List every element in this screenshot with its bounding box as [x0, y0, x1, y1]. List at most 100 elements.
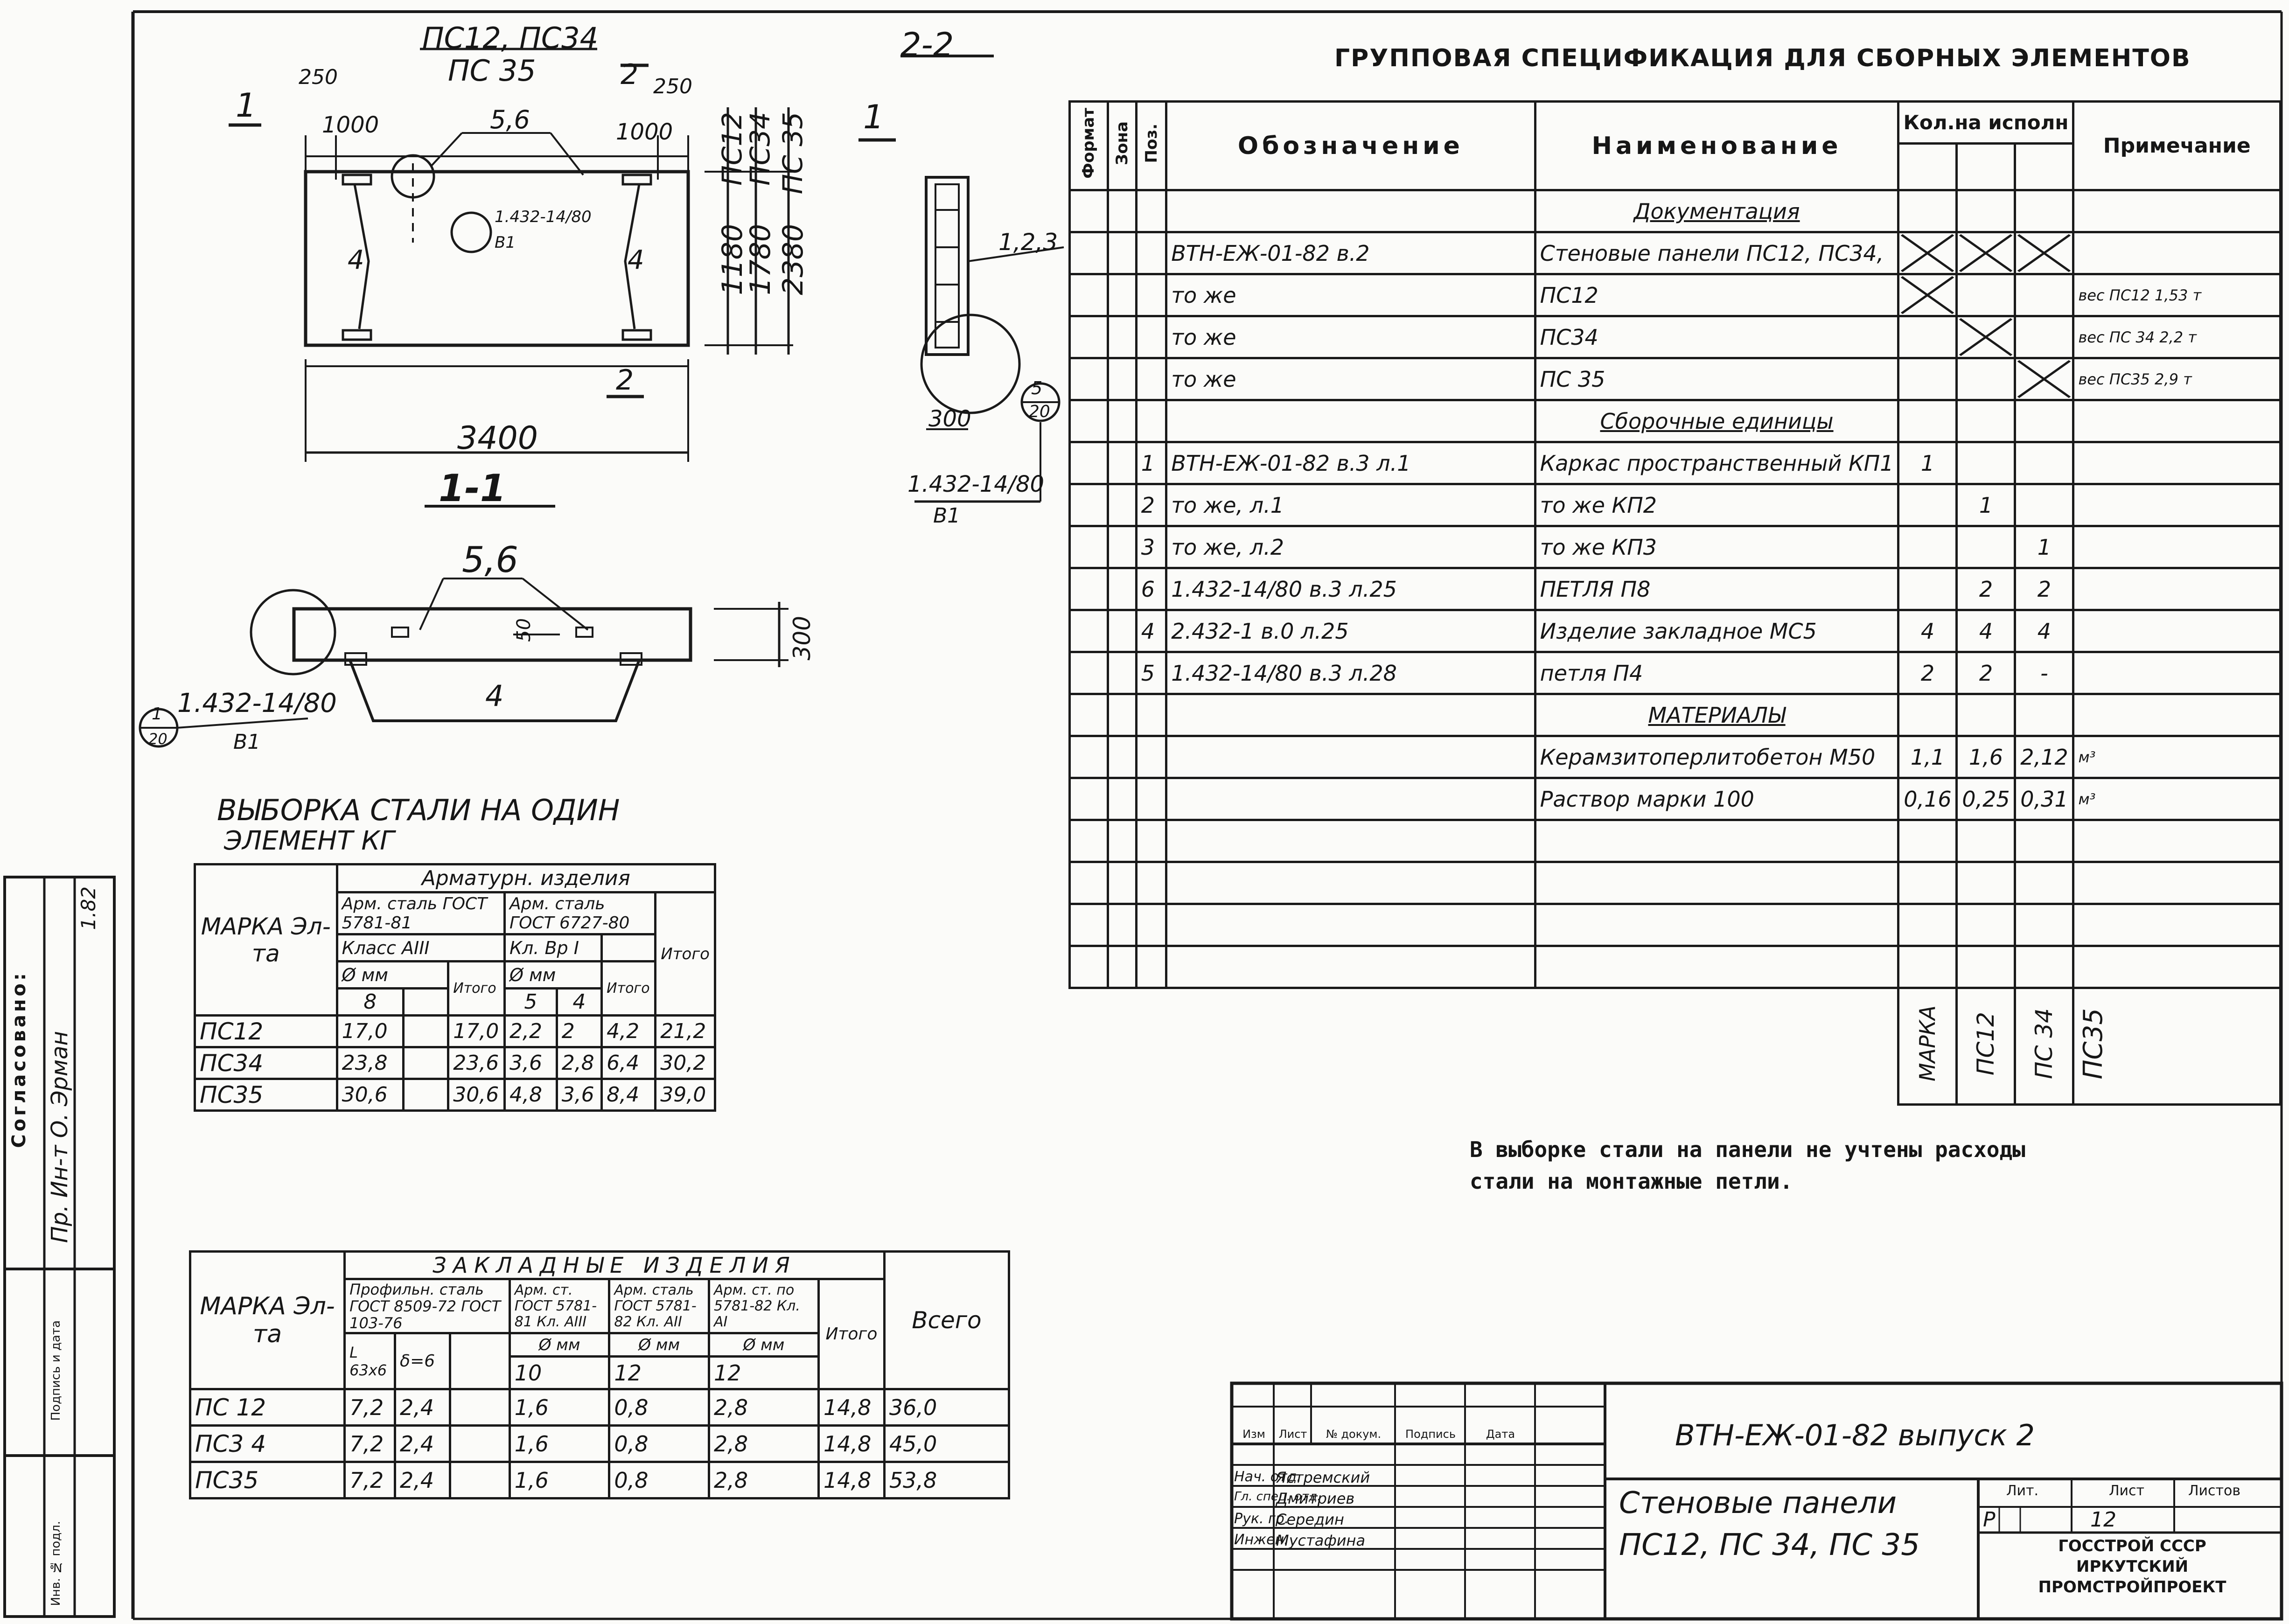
spec-zone — [1106, 483, 1138, 527]
spec-qty-ps35 — [2014, 861, 2075, 905]
spec-qty-ps12 — [1897, 567, 1958, 611]
steel-h-d4: 4 — [555, 987, 603, 1017]
spec-designation: то же — [1165, 273, 1536, 317]
spec-zone — [1106, 777, 1138, 821]
stamp-title-2: ПС12, ПС 34, ПС 35 — [1619, 1528, 1920, 1562]
spec-note — [2072, 525, 2282, 569]
spec-name: Каркас пространственный КП1 — [1534, 441, 1900, 485]
steel-h-b: Арм. сталь ГОСТ 6727-80 — [503, 891, 657, 935]
margin-entry-1: Пр. Ин-т О. Эрман — [47, 1031, 73, 1243]
spec-zone — [1106, 945, 1138, 989]
steel-value: 6,4 — [600, 1046, 657, 1080]
stamp-col-izm: Изм — [1242, 1428, 1265, 1441]
embed-blank — [448, 1424, 511, 1463]
spec-qty-ps35: 2,12 — [2014, 735, 2075, 779]
stamp-org-line-3: ПРОМСТРОЙПРОЕКТ — [2038, 1578, 2226, 1596]
spec-format — [1068, 357, 1109, 401]
spec-designation — [1165, 735, 1536, 779]
spec-zone — [1106, 903, 1138, 947]
embed-value: 2,8 — [708, 1424, 820, 1463]
spec-h-pos: Поз. — [1135, 100, 1168, 191]
spec-footer-ps34: ПС 34 — [2031, 1008, 2058, 1080]
spec-zone — [1106, 357, 1138, 401]
stamp-title-1: Стеновые панели — [1619, 1486, 1897, 1520]
spec-qty-ps12 — [1897, 231, 1958, 275]
embed-h-c: Арм. сталь ГОСТ 5781-82 Кл. АII — [608, 1278, 710, 1334]
embed-value: 2,8 — [708, 1461, 820, 1499]
spec-pos — [1135, 357, 1168, 401]
embed-h-l63: L 63х6 — [343, 1332, 397, 1390]
spec-qty-ps35 — [2014, 357, 2075, 401]
section-mark-1-left: 1 — [236, 86, 257, 125]
spec-footer-ps12: ПС12 — [1972, 1011, 2000, 1076]
spec-designation — [1165, 693, 1536, 737]
spec-format — [1068, 567, 1109, 611]
spec-format — [1068, 693, 1109, 737]
spec-qty-ps34: 2 — [1955, 651, 2017, 695]
spec-qty-ps34: 1,6 — [1955, 735, 2017, 779]
embed-value: 53,8 — [883, 1461, 1011, 1499]
steel-value: 2,2 — [503, 1014, 558, 1048]
spec-format — [1068, 777, 1109, 821]
steel-value: 4,8 — [503, 1078, 558, 1112]
spec-name: Стеновые панели ПС12, ПС34, — [1534, 231, 1900, 275]
spec-format — [1068, 525, 1109, 569]
steel-value: 2,8 — [555, 1046, 603, 1080]
stamp-person-2: Дмитриев — [1276, 1490, 1355, 1507]
spec-note: вес ПС 34 2,2 т — [2072, 315, 2282, 359]
spec-qty-ps35 — [2014, 315, 2075, 359]
embed-h-all: Всего — [883, 1250, 1011, 1390]
item-4-section: 4 — [485, 679, 504, 713]
spec-qty-ps34 — [1955, 357, 2017, 401]
spec-name: то же КП3 — [1534, 525, 1900, 569]
spec-designation — [1165, 861, 1536, 905]
dim-50: 50 — [513, 618, 535, 642]
steel-h-a-class: Класс АIII — [335, 933, 506, 962]
spec-designation: то же, л.2 — [1165, 525, 1536, 569]
drawing-marks-top: ПС12, ПС34 — [422, 21, 599, 55]
embed-blank — [448, 1388, 511, 1427]
spec-name: МАТЕРИАЛЫ — [1534, 693, 1900, 737]
margin-sign: Подпись и дата — [49, 1320, 63, 1421]
spec-zone — [1106, 231, 1138, 275]
spec-designation — [1165, 819, 1536, 863]
spec-designation — [1165, 399, 1536, 443]
spec-designation: 1.432-14/80 в.3 л.25 — [1165, 567, 1536, 611]
spec-qty-ps12 — [1897, 693, 1958, 737]
spec-qty-ps35: - — [2014, 651, 2075, 695]
steel-h-d8: 8 — [335, 987, 405, 1017]
spec-qty-ps12: 2 — [1897, 651, 1958, 695]
steel-value: 30,6 — [447, 1078, 506, 1112]
callout-num-20: 20 — [1029, 402, 1050, 421]
spec-note — [2072, 441, 2282, 485]
spec-pos: 3 — [1135, 525, 1168, 569]
spec-name — [1534, 903, 1900, 947]
embed-blank — [448, 1461, 511, 1499]
stamp-org-line-1: ГОССТРОЙ СССР — [2058, 1537, 2206, 1555]
embed-value: 14,8 — [817, 1424, 886, 1463]
spec-qty-ps12 — [1897, 189, 1958, 233]
spec-note — [2072, 819, 2282, 863]
spec-pos — [1135, 777, 1168, 821]
spec-zone — [1106, 609, 1138, 653]
steel-table: МАРКА Эл-та Арматурн. изделия Арм. сталь… — [194, 863, 717, 1112]
embed-value: 1,6 — [508, 1388, 611, 1427]
spec-qty-ps35 — [2014, 441, 2075, 485]
spec-qty-ps35 — [2014, 189, 2075, 233]
callout-section11-num1: 1 — [152, 704, 162, 724]
stamp-person-4: Мустафина — [1276, 1532, 1366, 1549]
steel-note-line-2: стали на монтажные петли. — [1470, 1169, 1793, 1194]
cross-mark-icon — [1901, 276, 1954, 314]
spec-footer-row: МАРКА ПС12 ПС 34 ПС35 — [1069, 987, 2282, 1106]
embed-value: 2,8 — [708, 1388, 820, 1427]
stamp-role-4: Инжен. — [1234, 1532, 1289, 1548]
